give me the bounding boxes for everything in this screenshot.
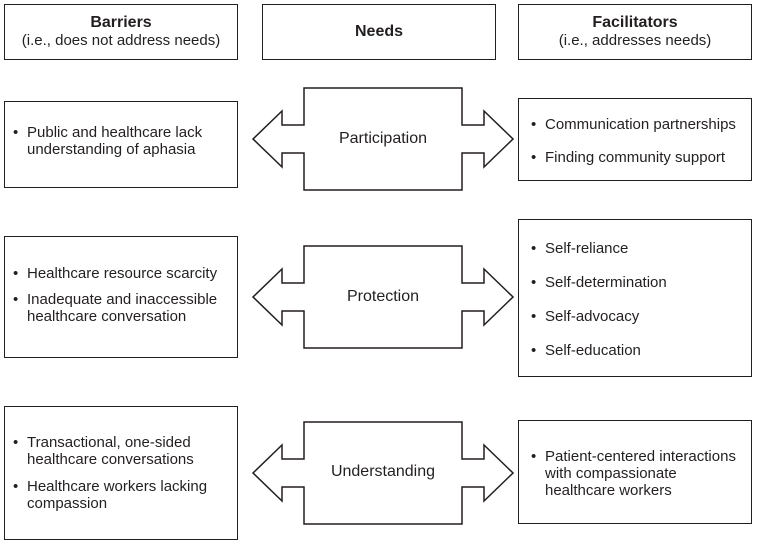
double-arrow-participation — [252, 87, 514, 191]
list-item: Finding community support — [523, 149, 745, 166]
facilitators-header: Facilitators (i.e., addresses needs) — [518, 4, 752, 60]
barriers-list: Healthcare resource scarcity Inadequate … — [5, 265, 231, 325]
list-item: Public and healthcare lack understanding… — [5, 124, 229, 158]
barriers-list: Transactional, one-sided healthcare conv… — [5, 434, 231, 512]
barriers-box-participation: Public and healthcare lack understanding… — [4, 101, 238, 188]
facilitators-subtitle: (i.e., addresses needs) — [558, 32, 712, 49]
list-item: Healthcare resource scarcity — [5, 265, 231, 282]
list-item: Transactional, one-sided healthcare conv… — [5, 434, 231, 468]
list-item: Healthcare workers lacking compassion — [5, 478, 231, 512]
list-item: Self-advocacy — [523, 308, 745, 325]
barriers-subtitle: (i.e., does not address needs) — [21, 32, 221, 49]
barriers-header: Barriers (i.e., does not address needs) — [4, 4, 238, 60]
facilitators-list: Patient-centered interactions with compa… — [523, 448, 745, 499]
needs-title: Needs — [354, 23, 404, 40]
barriers-box-protection: Healthcare resource scarcity Inadequate … — [4, 236, 238, 358]
need-label-participation: Participation — [338, 130, 428, 147]
facilitators-box-protection: Self-reliance Self-determination Self-ad… — [518, 219, 752, 377]
barriers-title: Barriers — [90, 14, 152, 31]
double-arrow-protection — [252, 245, 514, 349]
facilitators-box-participation: Communication partnerships Finding commu… — [518, 98, 752, 181]
list-item: Self-education — [523, 342, 745, 359]
needs-header: Needs — [262, 4, 496, 60]
barriers-box-understanding: Transactional, one-sided healthcare conv… — [4, 406, 238, 540]
list-item: Self-reliance — [523, 240, 745, 257]
facilitators-title: Facilitators — [592, 14, 678, 31]
need-label-understanding: Understanding — [330, 463, 436, 480]
facilitators-box-understanding: Patient-centered interactions with compa… — [518, 420, 752, 524]
barriers-list: Public and healthcare lack understanding… — [5, 124, 229, 158]
list-item: Self-determination — [523, 274, 745, 291]
facilitators-list: Self-reliance Self-determination Self-ad… — [523, 240, 745, 359]
need-label-protection: Protection — [346, 288, 420, 305]
facilitators-list: Communication partnerships Finding commu… — [523, 116, 745, 166]
list-item: Patient-centered interactions with compa… — [523, 448, 745, 499]
double-arrow-understanding — [252, 421, 514, 525]
list-item: Communication partnerships — [523, 116, 745, 133]
list-item: Inadequate and inaccessible healthcare c… — [5, 291, 231, 325]
